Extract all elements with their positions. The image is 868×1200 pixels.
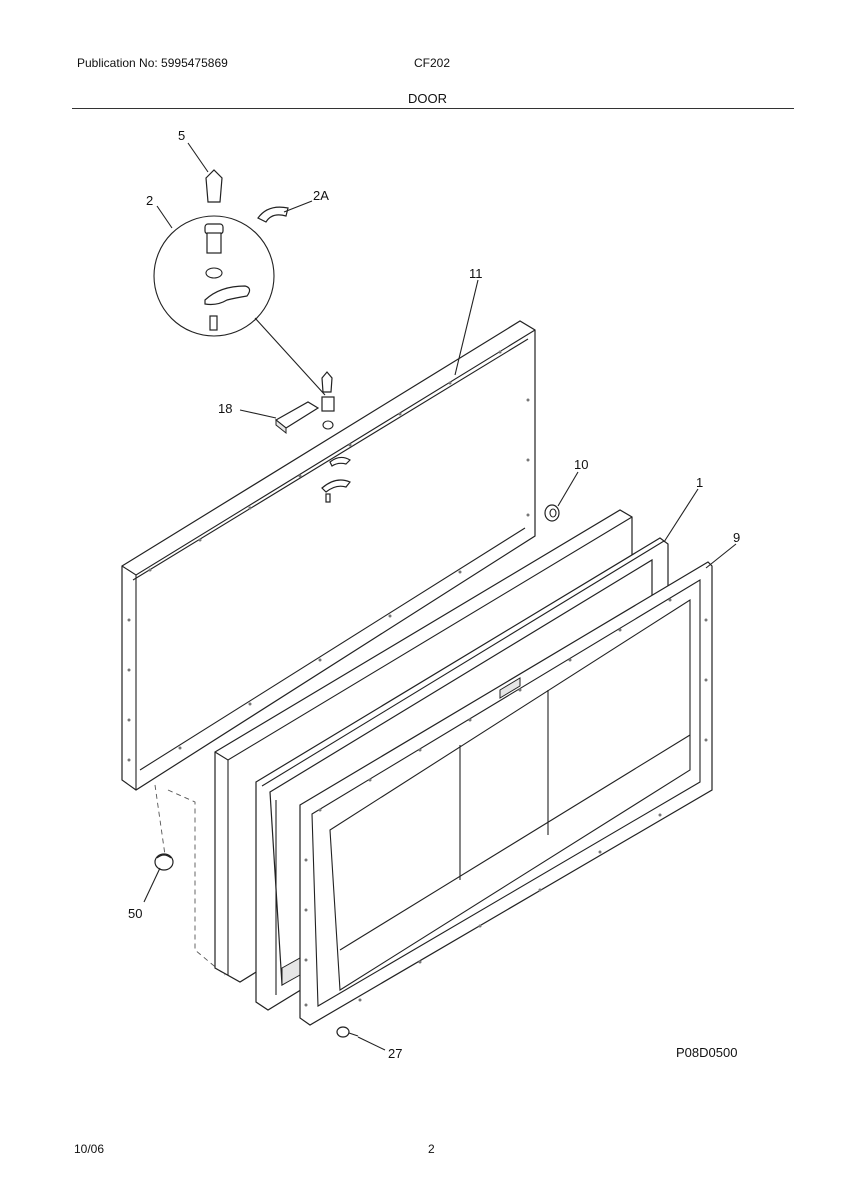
page-number: 2 xyxy=(428,1142,435,1156)
leader-lines xyxy=(143,142,737,1051)
callout-2a: 2A xyxy=(313,188,329,203)
header-rule xyxy=(72,108,794,109)
footer-date: 10/06 xyxy=(74,1142,105,1156)
publication-number: Publication No: 5995475869 xyxy=(77,56,228,70)
screw xyxy=(336,1026,359,1038)
model-number: CF202 xyxy=(414,56,451,70)
callout-5: 5 xyxy=(178,128,185,143)
callout-2: 2 xyxy=(146,193,153,208)
inner-liner-panel xyxy=(299,561,713,1026)
section-title: DOOR xyxy=(408,91,447,106)
callout-11: 11 xyxy=(469,266,483,281)
callout-9: 9 xyxy=(733,530,740,545)
callout-50: 50 xyxy=(128,906,142,921)
outer-door-panel xyxy=(121,320,536,791)
callout-10: 10 xyxy=(574,457,588,472)
bumper-right xyxy=(544,504,560,522)
hinge-assembly xyxy=(321,371,351,503)
callout-27: 27 xyxy=(388,1046,402,1061)
callout-1: 1 xyxy=(696,475,703,490)
hinge-detail-circle xyxy=(153,215,275,337)
bumper-left xyxy=(154,853,174,871)
hinge-bracket xyxy=(274,401,320,435)
hinge-cap xyxy=(205,169,223,203)
figure-code: P08D0500 xyxy=(676,1045,738,1060)
hinge-clip xyxy=(257,206,289,223)
callout-18: 18 xyxy=(218,401,232,416)
